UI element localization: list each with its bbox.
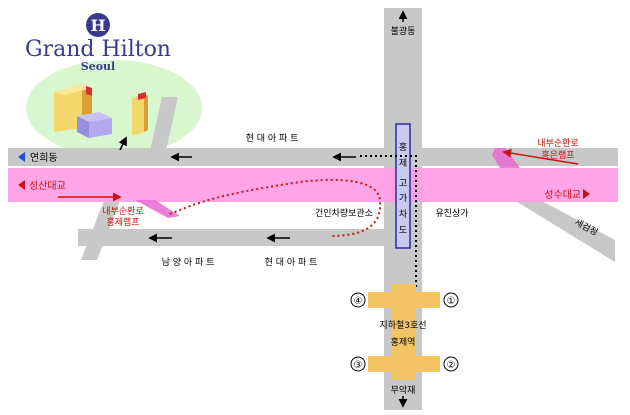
north-east-west-road (8, 148, 618, 166)
label-south-direction: 무악재 (391, 384, 416, 396)
label-east-bridge: 성수대교 (544, 189, 581, 201)
label-east-ramp-line2: 홍은램프 (541, 149, 574, 161)
label-subway-line: 지하철3호선 (379, 320, 426, 331)
hilton-logo: H Grand Hilton Seoul (25, 13, 171, 73)
overpass-char: 도 (399, 226, 407, 236)
label-safety-office: 건인차량보관소 (315, 207, 373, 219)
hotel-building-icon (54, 84, 148, 138)
subway-station (368, 284, 440, 380)
exit-3-label: ③ (354, 360, 363, 371)
arrow-east-ramp (502, 148, 579, 165)
east-ramp-road (492, 148, 520, 168)
label-west-bridge: 성산대교 (29, 180, 66, 192)
label-west-direction: 연희동 (30, 152, 58, 164)
hotel-grounds (26, 60, 202, 156)
arrow-hotel-exit (118, 136, 127, 151)
label-yujin: 유진상가 (435, 208, 468, 219)
hotel-name: Grand Hilton (25, 37, 171, 62)
west-ramp-road (135, 200, 180, 218)
dotted-route-black (360, 155, 417, 290)
label-north-direction: 불광동 (391, 25, 416, 37)
overpass-char: 차 (399, 208, 408, 220)
arrow-west-triangle-red (18, 180, 25, 190)
label-east-ramp-line1: 내부순환로 (537, 137, 578, 149)
overpass-char: 고 (399, 179, 407, 189)
subway-exit-circles (350, 292, 459, 372)
subway-exit-numbers: ① ② ③ ④ (354, 296, 456, 371)
overpass-label: 홍 제 고 가 차 도 (399, 141, 408, 236)
overpass-char: 제 (399, 158, 407, 169)
exit-4-label: ④ (354, 296, 363, 307)
label-station: 홍제역 (391, 336, 416, 348)
hotel-access-road (148, 97, 178, 160)
exit-2-label: ② (447, 360, 456, 371)
southeast-road (514, 200, 615, 262)
label-west-ramp-line2: 홍제램프 (106, 216, 139, 228)
label-apt-south: 현 대 아 파 트 (265, 257, 318, 268)
south-east-west-road (78, 229, 384, 246)
arrow-east-triangle-red (583, 189, 590, 199)
overpass-char: 가 (399, 193, 407, 204)
overpass-char: 홍 (399, 141, 407, 153)
hilton-monogram-icon (86, 13, 110, 37)
hilton-monogram-letter: H (90, 16, 105, 35)
arrow-west-triangle-blue (18, 152, 25, 162)
hotel-city: Seoul (81, 60, 115, 73)
west-connector-road (81, 198, 121, 260)
label-west-ramp-line1: 내부순환로 (102, 205, 143, 217)
dotted-route-red (169, 178, 382, 237)
exit-1-label: ① (447, 296, 456, 307)
label-apt-north: 현 대 아 파 트 (246, 133, 299, 144)
label-apt-south-west: 남 양 아 파 트 (162, 257, 215, 268)
